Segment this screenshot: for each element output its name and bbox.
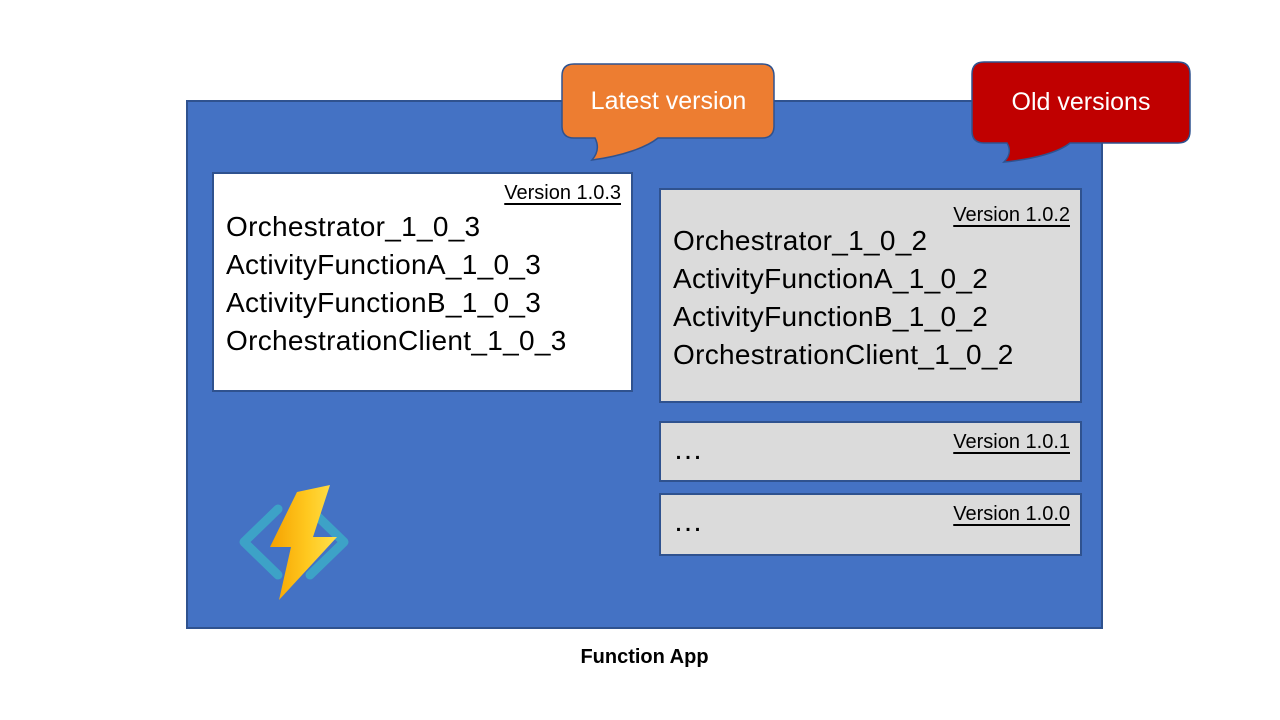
function-list-1-0-2: Orchestrator_1_0_2 ActivityFunctionA_1_0… bbox=[673, 222, 1072, 374]
ellipsis-placeholder: … bbox=[673, 433, 703, 466]
function-name: Orchestrator_1_0_3 bbox=[226, 211, 481, 242]
function-list-1-0-3: Orchestrator_1_0_3 ActivityFunctionA_1_0… bbox=[226, 208, 623, 360]
function-name: ActivityFunctionA_1_0_3 bbox=[226, 249, 542, 280]
function-name: OrchestrationClient_1_0_3 bbox=[226, 325, 567, 356]
function-name: ActivityFunctionB_1_0_2 bbox=[673, 301, 989, 332]
left-angle-bracket bbox=[239, 504, 283, 580]
version-label-1-0-1: Version 1.0.1 bbox=[953, 431, 1070, 453]
function-name: ActivityFunctionA_1_0_2 bbox=[673, 263, 989, 294]
lightning-bolt bbox=[270, 485, 337, 600]
version-box-1-0-0: Version 1.0.0 … bbox=[659, 493, 1082, 556]
speech-bubble-shape bbox=[971, 61, 1191, 163]
function-name: Orchestrator_1_0_2 bbox=[673, 225, 928, 256]
callout-latest-label: Latest version bbox=[590, 86, 747, 115]
version-box-1-0-1: Version 1.0.1 … bbox=[659, 421, 1082, 482]
azure-functions-lightning-icon bbox=[233, 483, 355, 601]
version-label-1-0-0: Version 1.0.0 bbox=[953, 503, 1070, 525]
function-name: OrchestrationClient_1_0_2 bbox=[673, 339, 1014, 370]
ellipsis-placeholder: … bbox=[673, 505, 703, 538]
callout-latest-version: Latest version bbox=[561, 63, 776, 164]
version-box-1-0-2: Version 1.0.2 Orchestrator_1_0_2 Activit… bbox=[659, 188, 1082, 403]
function-app-caption: Function App bbox=[580, 646, 709, 668]
callout-old-label: Old versions bbox=[1011, 87, 1151, 116]
version-box-latest: Version 1.0.3 Orchestrator_1_0_3 Activit… bbox=[212, 172, 633, 392]
right-angle-bracket bbox=[305, 504, 349, 580]
speech-bubble-shape bbox=[561, 63, 775, 161]
version-label-1-0-2: Version 1.0.2 bbox=[953, 204, 1070, 226]
callout-old-versions: Old versions bbox=[970, 61, 1192, 165]
function-name: ActivityFunctionB_1_0_3 bbox=[226, 287, 542, 318]
version-label-1-0-3: Version 1.0.3 bbox=[504, 182, 621, 204]
